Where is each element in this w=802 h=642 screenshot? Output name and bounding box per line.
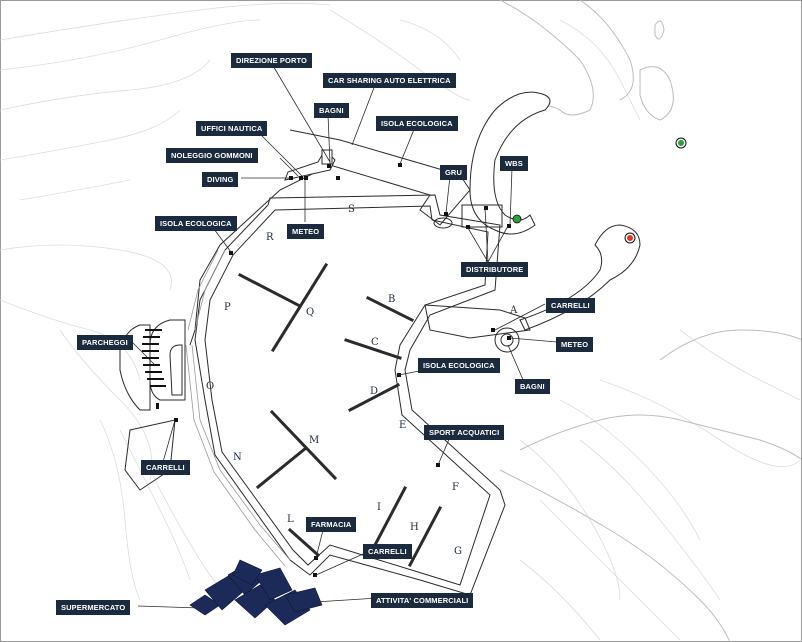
red-marker-core <box>627 235 633 241</box>
pier-label-l: L <box>287 514 294 525</box>
pier-label-d: D <box>370 386 379 397</box>
piers-lines <box>237 262 443 568</box>
colored-markers <box>512 137 687 244</box>
poi-label-farmacia[interactable]: FARMACIA <box>306 517 357 532</box>
poi-label-carrelli-bottom[interactable]: CARRELLI <box>363 544 412 559</box>
pier-label-a: A <box>510 305 518 316</box>
poi-label-isola-ecologica-left[interactable]: ISOLA ECOLOGICA <box>155 216 237 231</box>
jetties <box>469 91 641 331</box>
poi-label-carrelli-right[interactable]: CARRELLI <box>546 298 595 313</box>
poi-label-direzione-porto[interactable]: DIREZIONE PORTO <box>231 53 312 68</box>
poi-label-supermercato[interactable]: SUPERMERCATO <box>56 600 131 615</box>
poi-label-sport-acquatici[interactable]: SPORT ACQUATICI <box>424 425 505 440</box>
pier-label-h: H <box>410 522 419 533</box>
coastline <box>499 0 802 642</box>
poi-label-wbs[interactable]: WBS <box>500 156 528 171</box>
pier-label-s: S <box>348 204 355 215</box>
poi-label-meteo-top[interactable]: METEO <box>287 224 325 239</box>
parking-stalls <box>142 329 166 387</box>
pier-label-b: B <box>388 294 396 305</box>
poi-label-distributore[interactable]: DISTRIBUTORE <box>461 262 529 277</box>
pier-label-e: E <box>399 420 407 431</box>
pier-label-i: I <box>377 502 381 513</box>
pier-label-f: F <box>452 482 459 493</box>
poi-label-bagni-right[interactable]: BAGNI <box>515 379 550 394</box>
poi-label-attivita-commerciali[interactable]: ATTIVITA' COMMERCIALI <box>371 593 474 608</box>
pier-label-n: N <box>233 452 242 463</box>
poi-label-noleggio-gommoni[interactable]: NOLEGGIO GOMMONI <box>166 148 258 163</box>
poi-label-bagni-top[interactable]: BAGNI <box>314 103 349 118</box>
poi-label-parcheggi[interactable]: PARCHEGGI <box>77 335 133 350</box>
poi-label-uffici-nautica[interactable]: UFFICI NAUTICA <box>196 121 268 136</box>
poi-label-isola-ecologica-mid[interactable]: ISOLA ECOLOGICA <box>418 358 500 373</box>
structures <box>433 204 520 353</box>
poi-label-diving[interactable]: DIVING <box>202 172 239 187</box>
pier-label-q: Q <box>306 307 315 318</box>
pier-label-r: R <box>266 232 274 243</box>
poi-label-carrelli-left[interactable]: CARRELLI <box>141 460 190 475</box>
poi-label-meteo-right[interactable]: METEO <box>556 337 594 352</box>
pier-label-p: P <box>224 302 231 313</box>
poi-label-gru[interactable]: GRU <box>440 165 467 180</box>
green-marker <box>512 214 522 224</box>
leader-lines <box>129 63 558 609</box>
green-marker-island-core <box>678 140 684 146</box>
commercial-buildings <box>189 559 323 626</box>
pier-label-m: M <box>309 435 320 446</box>
pier-label-o: O <box>206 381 215 392</box>
pier-label-c: C <box>371 337 379 348</box>
pier-label-g: G <box>454 546 462 557</box>
poi-label-isola-ecologica-top[interactable]: ISOLA ECOLOGICA <box>376 116 458 131</box>
poi-label-car-sharing[interactable]: CAR SHARING AUTO ELETTRICA <box>323 73 456 88</box>
walkway <box>185 249 291 567</box>
